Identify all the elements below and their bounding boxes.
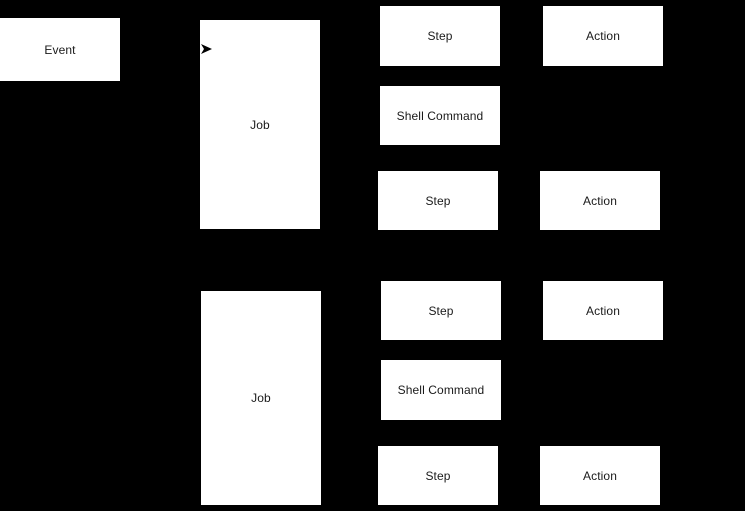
node-job-1-label: Job — [250, 117, 270, 132]
node-action-2[interactable]: Action — [540, 171, 660, 230]
node-action-3-label: Action — [586, 303, 620, 318]
node-job-2[interactable]: Job — [201, 291, 321, 505]
node-step-2-label: Step — [425, 193, 451, 208]
node-job-1[interactable]: Job — [200, 20, 320, 229]
node-action-2-label: Action — [583, 193, 617, 208]
node-step-3-label: Step — [428, 303, 454, 318]
node-action-3[interactable]: Action — [543, 281, 663, 340]
node-shell-command-2-label: Shell Command — [397, 383, 485, 397]
node-action-4[interactable]: Action — [540, 446, 660, 505]
node-step-1[interactable]: Step — [380, 6, 500, 66]
node-step-2[interactable]: Step — [378, 171, 498, 230]
node-step-4-label: Step — [425, 468, 451, 483]
node-event-label: Event — [44, 42, 76, 57]
node-job-2-label: Job — [251, 391, 271, 405]
node-step-4[interactable]: Step — [378, 446, 498, 505]
node-step-1-label: Step — [427, 29, 453, 43]
node-step-3[interactable]: Step — [381, 281, 501, 340]
node-action-4-label: Action — [583, 468, 617, 483]
node-shell-command-1-label: Shell Command — [396, 108, 484, 123]
node-shell-command-2[interactable]: Shell Command — [381, 360, 501, 420]
node-action-1[interactable]: Action — [543, 6, 663, 66]
node-shell-command-1[interactable]: Shell Command — [380, 86, 500, 145]
node-event[interactable]: Event — [0, 18, 120, 81]
node-action-1-label: Action — [586, 29, 620, 43]
